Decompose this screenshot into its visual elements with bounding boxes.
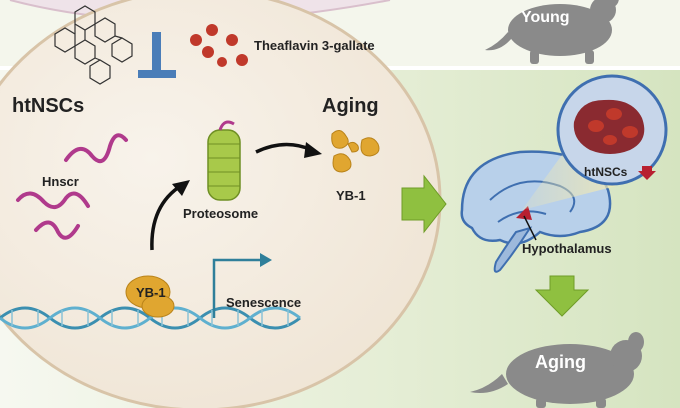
proteasome-icon <box>207 120 241 201</box>
zoom-htnscs-label: htNSCs <box>584 165 628 179</box>
aged-mouse-icon <box>470 332 644 408</box>
transcription-arrow-icon <box>212 253 272 318</box>
hypothalamus-label: Hypothalamus <box>522 241 612 256</box>
inhibition-bar-icon <box>138 32 176 78</box>
yb1-protein-icon <box>125 275 175 318</box>
htnscs-title: htNSCs <box>12 95 84 117</box>
green-arrow-down-icon <box>534 275 590 317</box>
yb1-aggregate-icon <box>331 130 380 173</box>
hnscr-rna-icon <box>16 133 128 240</box>
arrow-up-head <box>172 180 190 196</box>
young-label: Young <box>521 9 570 26</box>
hnscr-label: Hnscr <box>42 174 79 189</box>
zoom-circle <box>556 74 668 186</box>
green-arrow-right-icon <box>401 174 447 234</box>
theaflavin-beads-icon <box>190 24 248 67</box>
down-arrow-icon <box>638 166 656 180</box>
aging-bottom-label: Aging <box>535 352 586 372</box>
compound-structure-icon <box>54 5 133 85</box>
aging-title: Aging <box>322 95 379 117</box>
hypothalamus-pointer <box>523 215 537 241</box>
yb1-dna-label: YB-1 <box>136 285 166 300</box>
young-mouse-icon <box>485 0 619 64</box>
senescence-label: Senescence <box>226 295 301 310</box>
compound-label: Theaflavin 3-gallate <box>254 38 375 53</box>
yb1-aggregate-label: YB-1 <box>336 188 366 203</box>
dna-helix-icon <box>0 306 301 330</box>
arrow-aggregate-head <box>304 142 322 158</box>
proteosome-label: Proteosome <box>183 206 258 221</box>
